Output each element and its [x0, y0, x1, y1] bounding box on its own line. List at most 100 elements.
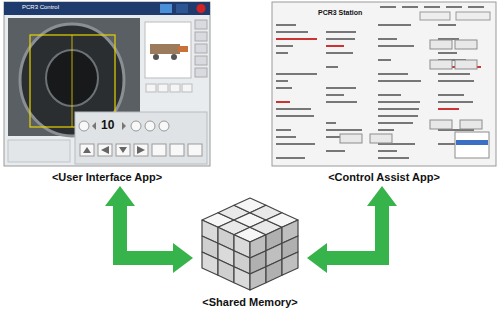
text-line [378, 157, 409, 159]
cubie-face [250, 267, 266, 290]
text-line [402, 6, 418, 8]
window-title: PCR3 Station [318, 9, 362, 17]
screen-frame [4, 2, 210, 166]
text-line [326, 66, 338, 68]
app-node: <User Interface App> [4, 2, 210, 183]
panel-button [340, 134, 362, 143]
panel-button [430, 120, 452, 129]
text-line [276, 38, 317, 40]
text-line [276, 87, 292, 89]
text-line [468, 6, 484, 8]
side-icon [195, 56, 207, 65]
text-line [438, 101, 473, 103]
panel-button [430, 60, 452, 69]
control-button [159, 121, 169, 131]
window-button [456, 12, 490, 20]
caption: <Control Assist App> [272, 168, 496, 183]
screen-frame [272, 2, 496, 166]
text-line [276, 136, 296, 138]
text-line [378, 115, 418, 117]
view-button [146, 84, 156, 92]
drive-button [116, 144, 130, 156]
cubie-face [202, 252, 218, 275]
drive-arrow [101, 146, 109, 154]
text-line [378, 129, 394, 131]
panel-button [370, 134, 392, 143]
app-node: <Control Assist App> [272, 2, 496, 183]
panel-button [430, 40, 452, 49]
text-line [378, 38, 397, 40]
text-line [378, 101, 420, 103]
text-line [446, 6, 462, 8]
caption: <User Interface App> [4, 168, 210, 183]
header-button [160, 4, 172, 13]
text-line [438, 24, 456, 26]
text-line [276, 31, 308, 33]
text-line [276, 52, 288, 54]
control-panel [75, 112, 207, 164]
text-line [276, 24, 296, 26]
drive-button [80, 144, 94, 156]
text-line [326, 122, 336, 124]
control-button [79, 121, 89, 131]
text-line [276, 129, 291, 131]
text-line [326, 129, 362, 131]
side-icon [195, 32, 207, 41]
tracking-line [72, 35, 73, 127]
robot-body [150, 44, 180, 54]
drive-arrow [119, 147, 127, 153]
side-icon [195, 20, 207, 29]
cubie-face [266, 259, 282, 282]
pipe-wall [20, 24, 124, 136]
panel-button [460, 120, 482, 129]
text-line [378, 80, 421, 82]
drive-button [188, 144, 202, 156]
text-line [326, 150, 345, 152]
text-line [438, 80, 474, 82]
robot-head [178, 46, 188, 52]
text-line [326, 45, 344, 47]
text-line [438, 73, 470, 75]
panel-button [455, 60, 477, 69]
text-line [326, 31, 356, 33]
text-line [438, 108, 459, 110]
text-line [326, 94, 344, 96]
drive-button [170, 144, 184, 156]
side-icon [195, 44, 207, 53]
drive-arrow [137, 146, 145, 154]
control-arrow [92, 122, 96, 130]
status-area [8, 140, 70, 162]
drive-arrow [83, 147, 91, 153]
caption: <Shared Memory> [196, 293, 304, 308]
double-arrow [105, 186, 193, 273]
text-line [438, 52, 457, 54]
view-button [170, 84, 180, 92]
window-button [420, 12, 450, 20]
ui-app-screenshot [4, 2, 210, 166]
text-line [276, 157, 305, 159]
text-line [276, 45, 293, 47]
cubie-face [234, 267, 250, 290]
cube-illustration [202, 198, 298, 290]
text-line [378, 108, 419, 110]
text-line [378, 94, 401, 96]
list-box [455, 132, 489, 158]
text-line [276, 73, 317, 75]
header-button [176, 4, 188, 13]
panel-button [455, 40, 477, 49]
drive-button [134, 144, 148, 156]
arrow-head [367, 186, 397, 206]
text-line [378, 59, 391, 61]
text-line [276, 115, 314, 117]
text-line [378, 122, 413, 124]
text-line [276, 143, 315, 145]
text-line [276, 80, 288, 82]
arrow-head [105, 186, 135, 206]
cubie-face [218, 259, 234, 282]
speed-value: 10 [101, 119, 114, 132]
view-button [158, 84, 168, 92]
list-selection [456, 140, 488, 145]
control-button [131, 121, 141, 131]
